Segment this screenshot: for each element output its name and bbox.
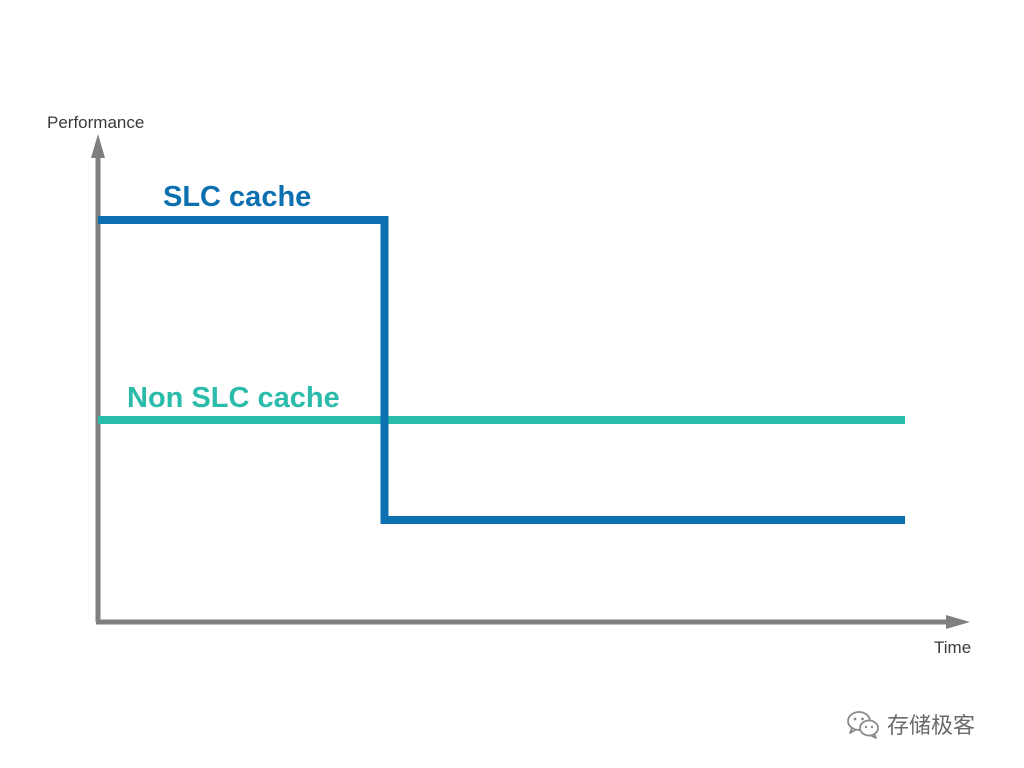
y-axis-label: Performance: [47, 113, 144, 132]
series-label-slc-cache: SLC cache: [163, 181, 311, 213]
y-axis-arrowhead: [91, 134, 105, 158]
x-axis-label: Time: [934, 638, 971, 657]
axes: Performance Time: [47, 113, 971, 657]
watermark-text: 存储极客: [887, 714, 976, 739]
x-axis-arrowhead: [946, 615, 970, 629]
series-labels: SLC cache Non SLC cache: [127, 181, 340, 414]
series-label-non-slc-cache: Non SLC cache: [127, 382, 340, 414]
wechat-icon: [847, 711, 879, 739]
watermark: 存储极客: [845, 708, 975, 740]
series-line-slc-cache: [98, 216, 905, 524]
series-layer: [98, 216, 905, 524]
